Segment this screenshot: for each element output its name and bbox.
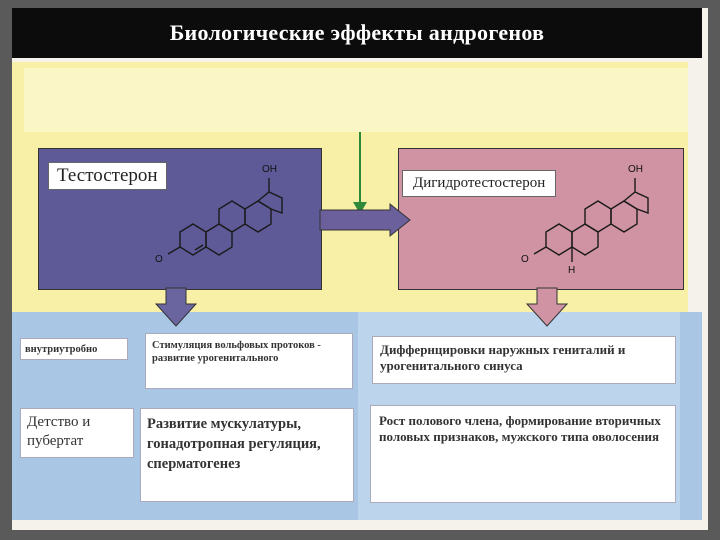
testosterone-effect-prenatal: Стимуляция вольфовых протоков - развитие…: [145, 333, 353, 389]
dht-effect-childhood: Рост полового члена, формирование вторич…: [370, 405, 676, 503]
testosterone-o-label: O: [155, 254, 163, 265]
period-prenatal: внутриутробно: [20, 338, 128, 360]
testosterone-label: Тестостерон: [48, 162, 167, 190]
slide-title: Биологические эффекты андрогенов: [12, 8, 702, 58]
testosterone-oh-label: OH: [262, 164, 277, 175]
testosterone-effect-childhood: Развитие мускулатуры, гонадотропная регу…: [140, 408, 354, 502]
dht-oh-label: OH: [628, 164, 643, 175]
dht-label: Дигидротестостерон: [402, 170, 557, 197]
period-childhood: Детство и пубертат: [20, 408, 134, 458]
dht-effect-prenatal: Диффернцировки наружных гениталий и урог…: [372, 336, 676, 384]
upper-band: [24, 68, 688, 132]
testosterone-down-arrow: [154, 287, 198, 327]
conversion-arrow: [319, 202, 411, 238]
dht-structure: [533, 178, 649, 262]
dht-o-label: O: [521, 254, 529, 265]
green-arrow-head: [353, 202, 367, 214]
dht-down-arrow: [525, 287, 569, 327]
dht-h-label: H: [568, 265, 575, 276]
testosterone-structure: [167, 178, 283, 256]
